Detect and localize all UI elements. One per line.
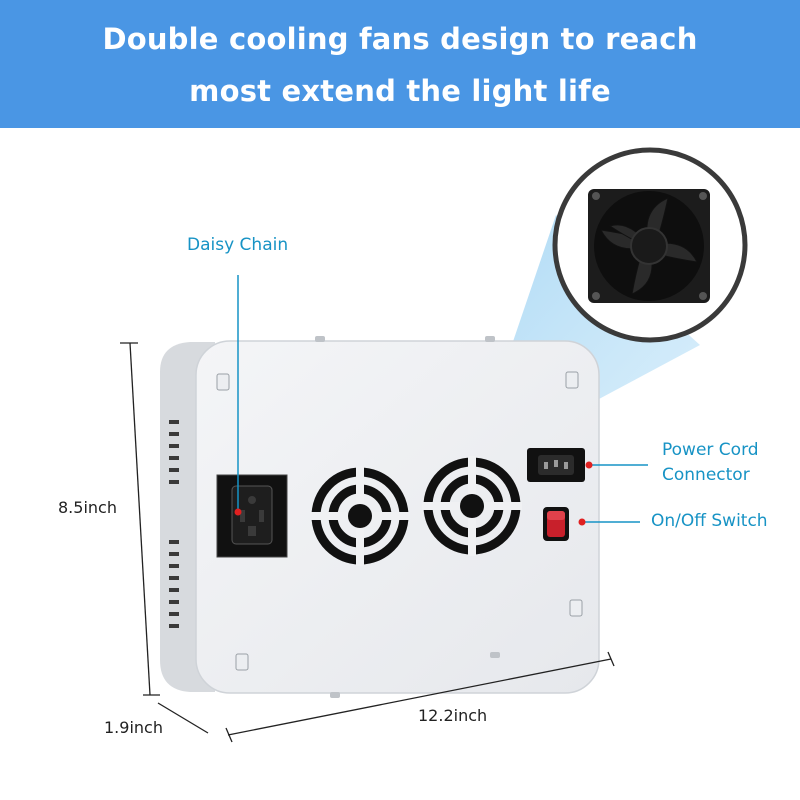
dimension-lines — [120, 342, 615, 743]
callout-lines — [237, 275, 648, 523]
header-banner: Double cooling fans design to reach most… — [0, 0, 800, 128]
corner-clips — [216, 371, 583, 671]
power-cord-label-line-1: Power Cord — [662, 440, 759, 460]
height-dimension-label: 8.5inch — [58, 498, 117, 517]
daisy-chain-label: Daisy Chain — [187, 235, 289, 255]
power-cord-label-line-2: Connector — [662, 465, 750, 485]
mount-nubs — [315, 336, 500, 698]
daisy-chain-outlet-icon — [216, 474, 288, 558]
fan-hub-left — [348, 504, 372, 528]
banner-title-line-1: Double cooling fans design to reach — [102, 22, 698, 56]
callout-dots — [234, 461, 593, 526]
banner-title-line-2: most extend the light life — [189, 74, 611, 108]
on-off-switch-label: On/Off Switch — [651, 511, 768, 531]
fan-icon — [552, 147, 748, 343]
fan-hub-right — [460, 494, 484, 518]
depth-dimension-label: 1.9inch — [104, 718, 163, 737]
power-socket-icon — [527, 448, 585, 482]
width-dimension-label: 12.2inch — [418, 706, 488, 725]
side-vents — [169, 420, 179, 628]
rocker-switch-icon — [543, 507, 569, 541]
